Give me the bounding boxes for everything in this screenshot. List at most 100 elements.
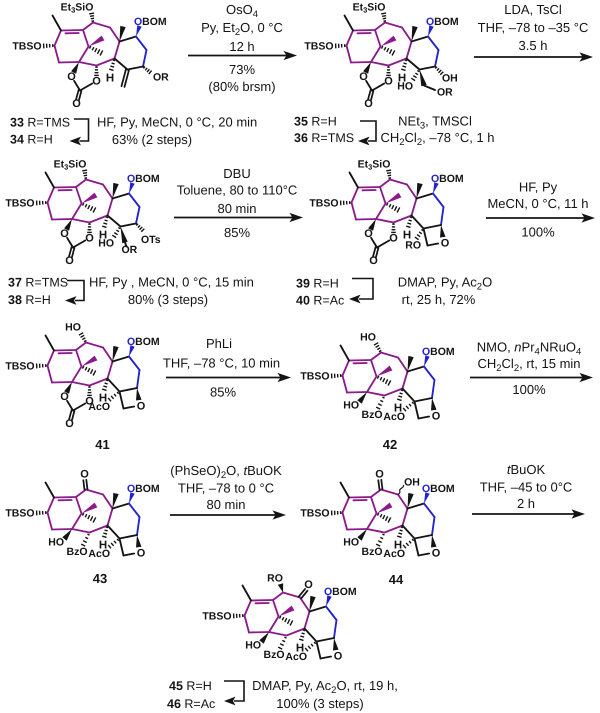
svg-text:O: O bbox=[389, 233, 398, 245]
svg-text:85%: 85% bbox=[224, 225, 250, 240]
svg-text:LDA, TsCl: LDA, TsCl bbox=[504, 2, 562, 17]
svg-text:2 h: 2 h bbox=[517, 496, 535, 511]
svg-text:85%: 85% bbox=[210, 385, 236, 400]
svg-text:THF, –45 to 0°C: THF, –45 to 0°C bbox=[480, 480, 573, 495]
svg-text:H: H bbox=[99, 393, 107, 405]
svg-text:(PhSeO)2​O, tBuOK: (PhSeO)2​O, tBuOK bbox=[170, 463, 282, 481]
svg-text:H: H bbox=[394, 540, 402, 552]
svg-text:100% (3 steps): 100% (3 steps) bbox=[276, 696, 363, 711]
svg-text:BzO: BzO bbox=[362, 546, 383, 558]
svg-text:O: O bbox=[375, 469, 384, 481]
svg-text:H: H bbox=[296, 643, 304, 655]
svg-text:PhLi: PhLi bbox=[206, 336, 232, 351]
svg-text:O: O bbox=[304, 579, 313, 591]
svg-text:39 R=H: 39 R=H bbox=[296, 277, 339, 291]
svg-text:38 R=H: 38 R=H bbox=[8, 293, 51, 307]
svg-text:35 R=H: 35 R=H bbox=[294, 115, 337, 129]
svg-text:DBU: DBU bbox=[223, 166, 250, 181]
svg-text:Et3SiO: Et3SiO bbox=[358, 159, 391, 172]
svg-text:OBOM: OBOM bbox=[422, 483, 455, 495]
svg-text:O: O bbox=[67, 71, 76, 83]
svg-text:O: O bbox=[369, 255, 378, 267]
svg-text:(80% brsm): (80% brsm) bbox=[208, 79, 275, 94]
svg-text:80 min: 80 min bbox=[217, 201, 256, 216]
svg-text:O: O bbox=[60, 228, 69, 240]
svg-text:TBSO: TBSO bbox=[300, 508, 329, 520]
svg-text:O: O bbox=[65, 418, 74, 430]
svg-text:tBuOK: tBuOK bbox=[507, 462, 546, 477]
svg-text:H: H bbox=[403, 230, 411, 242]
svg-text:34 R=H: 34 R=H bbox=[10, 133, 53, 147]
svg-text:HF, Py: HF, Py bbox=[519, 180, 558, 195]
svg-text:MeCN, 0 °C, 11 h: MeCN, 0 °C, 11 h bbox=[487, 196, 588, 211]
svg-text:CH2​Cl2​, –78 °C, 1 h: CH2​Cl2​, –78 °C, 1 h bbox=[380, 130, 494, 148]
svg-text:OR: OR bbox=[122, 244, 138, 256]
svg-text:40 R=Ac: 40 R=Ac bbox=[296, 294, 344, 308]
svg-text:HO: HO bbox=[245, 640, 261, 652]
svg-text:OBOM: OBOM bbox=[431, 173, 464, 185]
svg-text:OBOM: OBOM bbox=[426, 16, 459, 28]
svg-text:O: O bbox=[384, 76, 393, 88]
svg-text:37 R=TMS: 37 R=TMS bbox=[8, 276, 68, 290]
svg-text:NEt3​, TMSCl: NEt3​, TMSCl bbox=[398, 114, 472, 132]
svg-text:44: 44 bbox=[389, 572, 404, 587]
svg-text:TBSO: TBSO bbox=[5, 361, 34, 373]
svg-text:O: O bbox=[137, 401, 146, 413]
svg-text:O: O bbox=[334, 651, 343, 663]
svg-text:THF, –78 °C, 10 min: THF, –78 °C, 10 min bbox=[163, 356, 280, 371]
svg-text:100%: 100% bbox=[512, 382, 546, 397]
svg-text:H: H bbox=[398, 73, 406, 85]
svg-text:OR: OR bbox=[153, 72, 169, 84]
svg-text:45 R=H: 45 R=H bbox=[169, 679, 212, 693]
svg-text:HF, Py, MeCN, 0 °C, 20 min: HF, Py, MeCN, 0 °C, 20 min bbox=[97, 115, 257, 130]
svg-text:TBSO: TBSO bbox=[5, 508, 34, 520]
svg-text:HF, Py , MeCN, 0 °C, 15 min: HF, Py , MeCN, 0 °C, 15 min bbox=[89, 275, 254, 290]
svg-text:OBOM: OBOM bbox=[127, 173, 160, 185]
svg-text:rt, 25 h, 72%: rt, 25 h, 72% bbox=[402, 292, 476, 307]
svg-text:TBSO: TBSO bbox=[5, 198, 34, 210]
svg-text:OBOM: OBOM bbox=[134, 16, 167, 28]
svg-text:CH2​Cl2​, rt, 15 min: CH2​Cl2​, rt, 15 min bbox=[477, 356, 580, 374]
svg-text:O: O bbox=[364, 98, 373, 110]
svg-text:36 R=TMS: 36 R=TMS bbox=[294, 131, 354, 145]
svg-text:THF, –78 to 0 °C: THF, –78 to 0 °C bbox=[178, 481, 274, 496]
svg-text:41: 41 bbox=[95, 437, 109, 452]
svg-text:HO: HO bbox=[98, 238, 114, 250]
svg-text:HO: HO bbox=[360, 332, 376, 344]
svg-text:O: O bbox=[359, 71, 368, 83]
svg-text:TBSO: TBSO bbox=[12, 41, 41, 53]
svg-text:HO: HO bbox=[65, 322, 81, 334]
svg-text:O: O bbox=[92, 76, 101, 88]
svg-text:BzO: BzO bbox=[362, 409, 383, 421]
svg-text:H: H bbox=[394, 403, 402, 415]
svg-text:O: O bbox=[65, 255, 74, 267]
svg-text:OTs: OTs bbox=[141, 234, 161, 246]
svg-text:NMO, nPr4​NRuO4​: NMO, nPr4​NRuO4​ bbox=[477, 340, 582, 358]
svg-text:AcO: AcO bbox=[383, 548, 405, 560]
svg-text:HO: HO bbox=[397, 81, 413, 93]
svg-text:Py, Et2​O, 0 °C: Py, Et2​O, 0 °C bbox=[201, 20, 283, 38]
svg-text:Et3SiO: Et3SiO bbox=[61, 2, 94, 15]
svg-text:46 R=Ac: 46 R=Ac bbox=[167, 697, 215, 711]
svg-text:Et3SiO: Et3SiO bbox=[353, 2, 386, 15]
svg-text:OH: OH bbox=[404, 477, 420, 489]
svg-text:DMAP, Py, Ac2​O, rt, 19 h,: DMAP, Py, Ac2​O, rt, 19 h, bbox=[252, 678, 398, 696]
svg-text:AcO: AcO bbox=[285, 651, 307, 663]
svg-text:O: O bbox=[60, 391, 69, 403]
svg-text:Toluene, 80 to 110°C: Toluene, 80 to 110°C bbox=[177, 183, 298, 198]
svg-text:O: O bbox=[137, 548, 146, 560]
svg-text:Et3SiO: Et3SiO bbox=[54, 159, 87, 172]
svg-text:3.5 h: 3.5 h bbox=[519, 38, 548, 53]
svg-text:HO: HO bbox=[343, 400, 359, 412]
svg-text:BzO: BzO bbox=[67, 546, 88, 558]
svg-text:O: O bbox=[85, 396, 94, 408]
svg-text:OH: OH bbox=[442, 73, 458, 85]
svg-text:80 min: 80 min bbox=[206, 497, 245, 512]
svg-text:O: O bbox=[72, 98, 81, 110]
svg-text:OBOM: OBOM bbox=[127, 336, 160, 348]
svg-text:BzO: BzO bbox=[264, 649, 285, 661]
svg-text:AcO: AcO bbox=[88, 548, 110, 560]
svg-text:O: O bbox=[85, 233, 94, 245]
svg-text:H: H bbox=[106, 73, 114, 85]
svg-text:OR: OR bbox=[437, 87, 453, 99]
